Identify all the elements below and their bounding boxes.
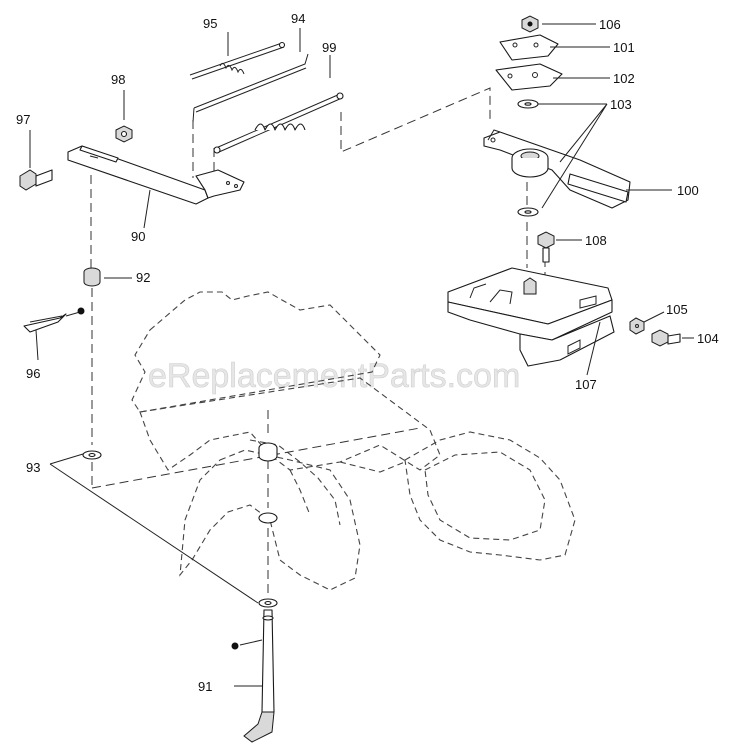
part-96-clip [23,307,85,333]
assembly-lines [90,87,546,598]
leader-lines [29,23,694,687]
part-106-nut [521,15,539,33]
part-107-bracket [447,267,615,367]
label-99: 99 [322,40,336,55]
part-102-plate [495,63,563,91]
label-96: 96 [26,366,40,381]
label-103: 103 [610,97,632,112]
label-108: 108 [585,233,607,248]
part-101-plate [499,34,559,61]
part-95-spring [189,41,286,80]
part-labels: 95 94 99 98 97 90 92 96 93 91 106 101 10… [16,11,719,694]
part-104-bolt [651,329,681,347]
part-94-rod [192,53,309,123]
part-98-nut [115,125,133,143]
label-107: 107 [575,377,597,392]
label-98: 98 [111,72,125,87]
part-108-bolt [537,231,555,263]
watermark-text: eReplacementParts.com [148,357,520,395]
label-94: 94 [291,11,305,26]
label-90: 90 [131,229,145,244]
part-93-washers [82,442,278,608]
part-91-shaft [231,609,275,743]
label-100: 100 [677,183,699,198]
label-104: 104 [697,331,719,346]
engine-outline [131,291,576,591]
label-97: 97 [16,112,30,127]
part-90-lever [67,145,245,205]
label-102: 102 [613,71,635,86]
part-97-bolt [19,169,53,191]
label-95: 95 [203,16,217,31]
part-100-lever [483,129,631,209]
part-99-spring-link [213,92,344,154]
label-92: 92 [136,270,150,285]
label-93: 93 [26,460,40,475]
label-105: 105 [666,302,688,317]
part-92-bushing [83,267,101,287]
label-91: 91 [198,679,212,694]
label-101: 101 [613,40,635,55]
label-106: 106 [599,17,621,32]
part-105-nut [629,317,645,335]
